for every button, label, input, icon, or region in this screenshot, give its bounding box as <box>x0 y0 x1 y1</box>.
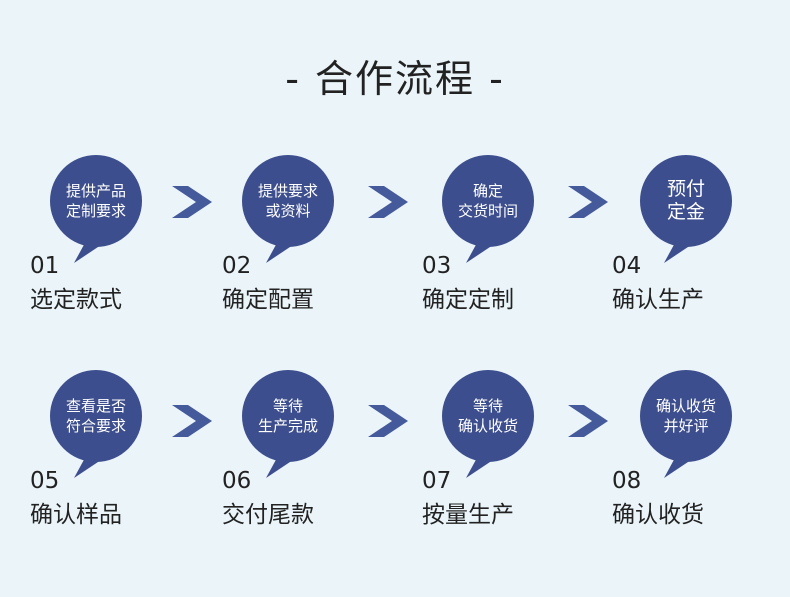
arrow-right-icon <box>568 186 608 218</box>
bubble-line-1: 等待 <box>472 397 503 415</box>
step-03: 确定 交货时间 03 确定定制 <box>422 155 562 313</box>
step-06: 等待 生产完成 06 交付尾款 <box>222 370 362 528</box>
bubble-line-2: 或资料 <box>265 202 311 220</box>
bubble-line-1: 预付 <box>666 178 705 200</box>
step-number: 07 <box>422 468 452 494</box>
bubble-line-2: 定制要求 <box>65 202 126 220</box>
step-04: 预付 定金 04 确认生产 <box>612 155 752 313</box>
step-08: 确认收货 并好评 08 确认收货 <box>612 370 752 528</box>
bubble-line-1: 提供产品 <box>65 182 126 200</box>
bubble-text: 等待 确认收货 <box>442 370 534 462</box>
step-label: 选定款式 <box>30 287 122 313</box>
step-02: 提供要求 或资料 02 确定配置 <box>222 155 362 313</box>
bubble-line-1: 确认收货 <box>655 397 716 415</box>
speech-bubble-icon: 等待 确认收货 <box>442 370 534 478</box>
speech-bubble-icon: 提供要求 或资料 <box>242 155 334 263</box>
step-label: 确认生产 <box>612 287 704 313</box>
step-number: 05 <box>30 468 60 494</box>
speech-bubble-icon: 预付 定金 <box>640 155 732 263</box>
arrow-right-icon <box>172 405 212 437</box>
bubble-line-2: 交货时间 <box>457 202 518 220</box>
speech-bubble-icon: 等待 生产完成 <box>242 370 334 478</box>
step-label: 确定定制 <box>422 287 514 313</box>
step-number: 06 <box>222 468 252 494</box>
arrow-right-icon <box>368 186 408 218</box>
bubble-text: 确认收货 并好评 <box>640 370 732 462</box>
step-number: 01 <box>30 253 60 279</box>
bubble-line-1: 确定 <box>472 182 503 200</box>
bubble-text: 查看是否 符合要求 <box>50 370 142 462</box>
step-label: 按量生产 <box>422 502 514 528</box>
step-label: 确认收货 <box>612 502 704 528</box>
bubble-line-1: 等待 <box>272 397 303 415</box>
bubble-line-2: 定金 <box>666 201 705 223</box>
bubble-line-2: 符合要求 <box>65 417 126 435</box>
step-label: 交付尾款 <box>222 502 314 528</box>
arrow-right-icon <box>568 405 608 437</box>
speech-bubble-icon: 确定 交货时间 <box>442 155 534 263</box>
speech-bubble-icon: 查看是否 符合要求 <box>50 370 142 478</box>
step-number: 04 <box>612 253 642 279</box>
bubble-line-2: 并好评 <box>663 417 709 435</box>
step-label: 确认样品 <box>30 502 122 528</box>
step-number: 02 <box>222 253 252 279</box>
bubble-text: 等待 生产完成 <box>242 370 334 462</box>
bubble-text: 预付 定金 <box>640 155 732 247</box>
bubble-line-1: 提供要求 <box>257 182 318 200</box>
step-number: 03 <box>422 253 452 279</box>
step-05: 查看是否 符合要求 05 确认样品 <box>30 370 170 528</box>
step-07: 等待 确认收货 07 按量生产 <box>422 370 562 528</box>
step-number: 08 <box>612 468 642 494</box>
arrow-right-icon <box>368 405 408 437</box>
step-label: 确定配置 <box>222 287 314 313</box>
arrow-right-icon <box>172 186 212 218</box>
bubble-line-2: 确认收货 <box>457 417 518 435</box>
speech-bubble-icon: 确认收货 并好评 <box>640 370 732 478</box>
bubble-line-2: 生产完成 <box>257 417 318 435</box>
bubble-text: 确定 交货时间 <box>442 155 534 247</box>
bubble-text: 提供要求 或资料 <box>242 155 334 247</box>
bubble-text: 提供产品 定制要求 <box>50 155 142 247</box>
page-title: - 合作流程 - <box>285 57 505 101</box>
bubble-line-1: 查看是否 <box>65 397 126 415</box>
speech-bubble-icon: 提供产品 定制要求 <box>50 155 142 263</box>
step-01: 提供产品 定制要求 01 选定款式 <box>30 155 170 313</box>
